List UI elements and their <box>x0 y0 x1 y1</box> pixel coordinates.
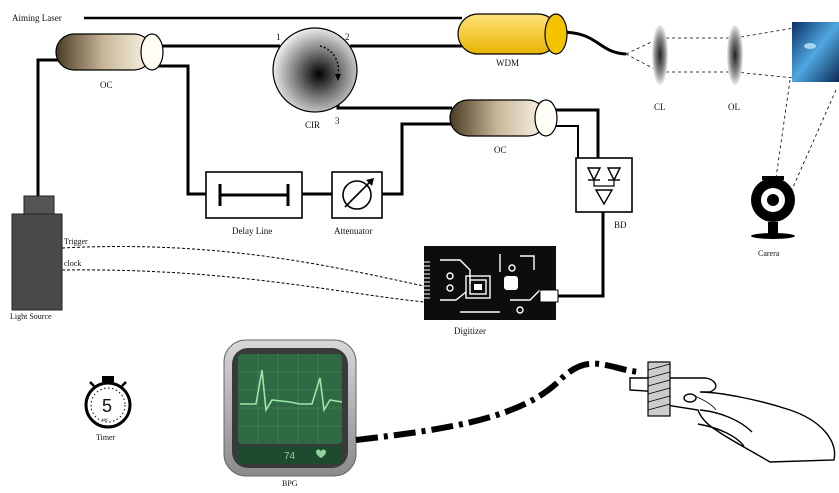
circulator: 1 2 3 CIR <box>273 28 357 130</box>
sample-tissue <box>792 22 839 82</box>
bpg-label: BPG <box>282 479 298 488</box>
objective-lens: OL <box>727 25 743 112</box>
collimating-lens: CL <box>652 25 668 112</box>
bpg-monitor: 74 BPG <box>224 340 356 488</box>
oc-right-label: OC <box>494 145 507 155</box>
clock-label: clock <box>64 259 81 268</box>
camera-label: Carera <box>758 249 780 258</box>
digitizer-label: Digitizer <box>454 326 486 336</box>
cir-port-1: 1 <box>276 32 281 42</box>
finger-clip-sensor <box>648 362 670 416</box>
camera-icon: Carera <box>751 176 795 258</box>
light-source: Trigger clock Light Source <box>10 196 88 321</box>
wdm: WDM <box>458 14 567 68</box>
oc-left-label: OC <box>100 80 113 90</box>
timer-digit: 5 <box>102 396 112 416</box>
bd-label: BD <box>614 220 627 230</box>
bpg-reading: 74 <box>284 451 296 462</box>
cl-label: CL <box>654 102 666 112</box>
light-source-label: Light Source <box>10 312 52 321</box>
attenuator-label: Attenuator <box>334 226 373 236</box>
digitizer-board: Digitizer <box>424 246 558 336</box>
oc-right: OC <box>450 100 557 155</box>
cir-port-2: 2 <box>345 32 350 42</box>
attenuator: Attenuator <box>332 172 382 236</box>
ol-label: OL <box>728 102 740 112</box>
cir-port-3: 3 <box>335 116 340 126</box>
trigger-label: Trigger <box>64 237 88 246</box>
signal-lines <box>62 247 424 302</box>
wdm-label: WDM <box>496 58 519 68</box>
delay-line: Delay Line <box>206 172 302 236</box>
timer-label: Timer <box>96 433 116 442</box>
aiming-laser-label: Aiming Laser <box>12 13 62 23</box>
oc-left: OC <box>56 34 163 90</box>
stopwatch-icon: 5 sec Timer <box>86 376 130 442</box>
delay-line-label: Delay Line <box>232 226 272 236</box>
timer-unit: sec <box>102 418 109 423</box>
bpg-cable <box>356 364 640 440</box>
cir-label: CIR <box>305 120 320 130</box>
